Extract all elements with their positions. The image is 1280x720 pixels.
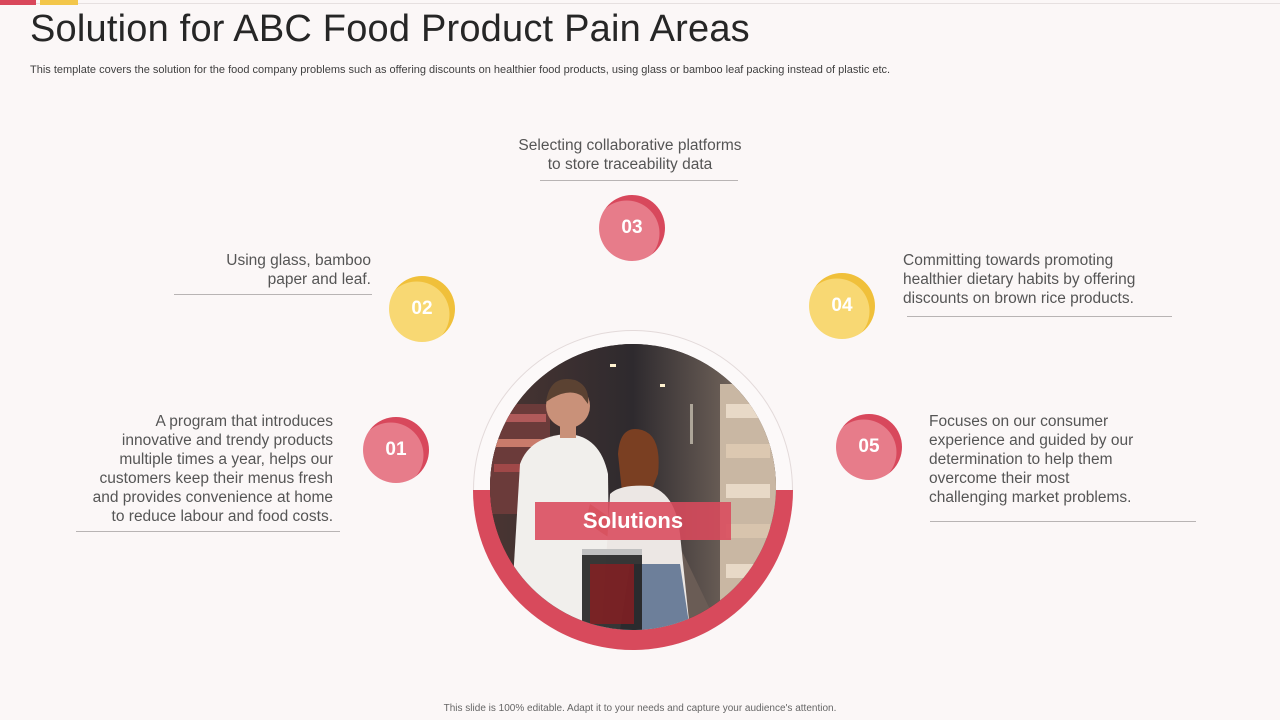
item-04-badge: 04 xyxy=(809,273,875,339)
item-05-line: determination to help them xyxy=(929,451,1113,468)
item-02-line: paper and leaf. xyxy=(267,271,371,288)
top-divider xyxy=(0,3,1280,4)
item-01-line: innovative and trendy products xyxy=(121,432,333,449)
item-01-line: multiple times a year, helps our xyxy=(119,451,333,468)
item-02-line: Using glass, bamboo xyxy=(226,252,371,269)
item-05-line: challenging market problems. xyxy=(929,489,1132,506)
item-04-line: healthier dietary habits by offering xyxy=(903,271,1136,288)
item-04-underline xyxy=(907,316,1172,317)
item-03-underline xyxy=(540,180,738,181)
page-subtitle: This template covers the solution for th… xyxy=(30,64,891,76)
solutions-label: Solutions xyxy=(535,502,731,540)
shopping-couple-photo xyxy=(490,344,776,630)
accent-bar-red xyxy=(0,0,36,5)
photo-illustration xyxy=(490,344,776,630)
item-04-line: Committing towards promoting xyxy=(903,252,1114,269)
item-02-underline xyxy=(174,294,372,295)
item-03-badge: 03 xyxy=(599,195,665,261)
item-05-underline xyxy=(930,521,1196,522)
item-03-line: to store traceability data xyxy=(547,156,713,173)
accent-bar-yellow xyxy=(40,0,78,5)
item-04-line: discounts on brown rice products. xyxy=(903,290,1134,307)
item-05-line: Focuses on our consumer xyxy=(929,413,1109,430)
item-05-line: experience and guided by our xyxy=(929,432,1134,449)
item-01-line: and provides convenience at home xyxy=(92,489,333,506)
item-01-line: to reduce labour and food costs. xyxy=(111,508,333,525)
item-01-line: A program that introduces xyxy=(155,413,334,430)
item-01-text: A program that introduces innovative and… xyxy=(60,412,333,526)
center-circle: Solutions xyxy=(473,330,793,650)
page-title: Solution for ABC Food Product Pain Areas xyxy=(30,8,750,50)
item-05-badge: 05 xyxy=(836,414,902,480)
item-03-text: Selecting collaborative platforms to sto… xyxy=(500,136,760,174)
item-03-line: Selecting collaborative platforms xyxy=(518,137,742,154)
item-04-text: Committing towards promoting healthier d… xyxy=(903,251,1183,308)
item-05-text: Focuses on our consumer experience and g… xyxy=(929,412,1189,507)
item-01-badge: 01 xyxy=(363,417,429,483)
footer-note: This slide is 100% editable. Adapt it to… xyxy=(443,703,837,714)
item-01-line: customers keep their menus fresh xyxy=(99,470,333,487)
item-02-text: Using glass, bamboo paper and leaf. xyxy=(171,251,371,289)
item-02-badge: 02 xyxy=(389,276,455,342)
item-01-underline xyxy=(76,531,340,532)
item-05-line: overcome their most xyxy=(929,470,1070,487)
